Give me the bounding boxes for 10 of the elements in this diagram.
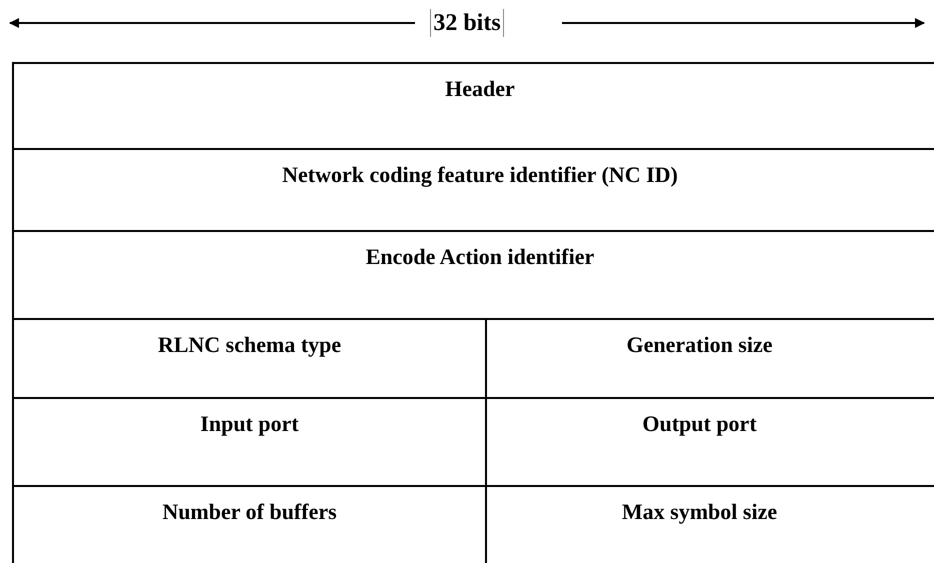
packet-field: Input port (12, 397, 485, 485)
packet-field: Max symbol size (485, 485, 934, 563)
packet-field: Network coding feature identifier (NC ID) (12, 148, 934, 230)
packet-field: Header (12, 62, 934, 148)
packet-field: RLNC schema type (12, 318, 485, 397)
packet-field: Number of buffers (12, 485, 485, 563)
packet-field: Generation size (485, 318, 934, 397)
packet-field: Output port (485, 397, 934, 485)
width-label: 32 bits (430, 9, 504, 37)
packet-field: Encode Action identifier (12, 230, 934, 318)
